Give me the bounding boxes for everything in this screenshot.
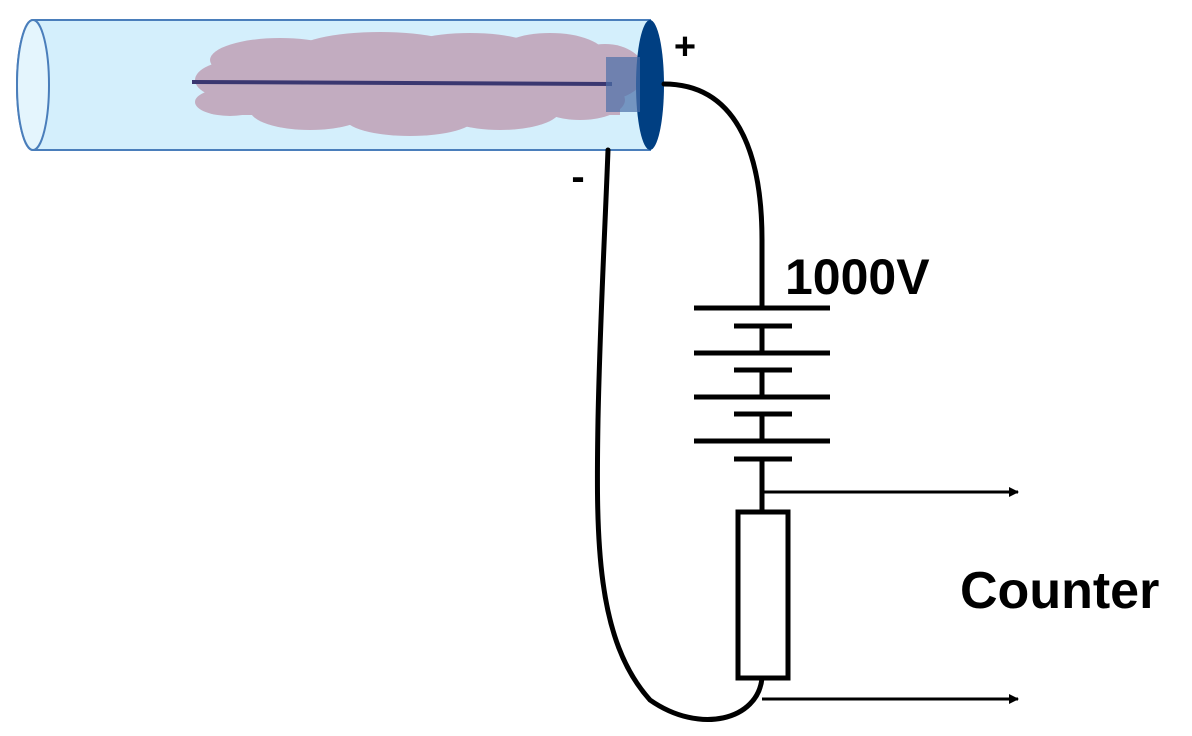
- counter-label: Counter: [960, 562, 1159, 620]
- negative-terminal-label: -: [571, 155, 584, 199]
- tube-end-cap: [636, 20, 664, 150]
- battery: [694, 305, 830, 462]
- tube-open-end: [16, 19, 50, 151]
- negative-wire: [594, 147, 765, 722]
- resistor: [735, 509, 791, 681]
- anode-wire: [191, 80, 613, 86]
- anode-insulator: [606, 57, 640, 112]
- positive-wire: [661, 81, 765, 311]
- positive-terminal-label: +: [674, 26, 696, 68]
- voltage-label: 1000V: [785, 249, 930, 305]
- gm-tube: [16, 19, 664, 151]
